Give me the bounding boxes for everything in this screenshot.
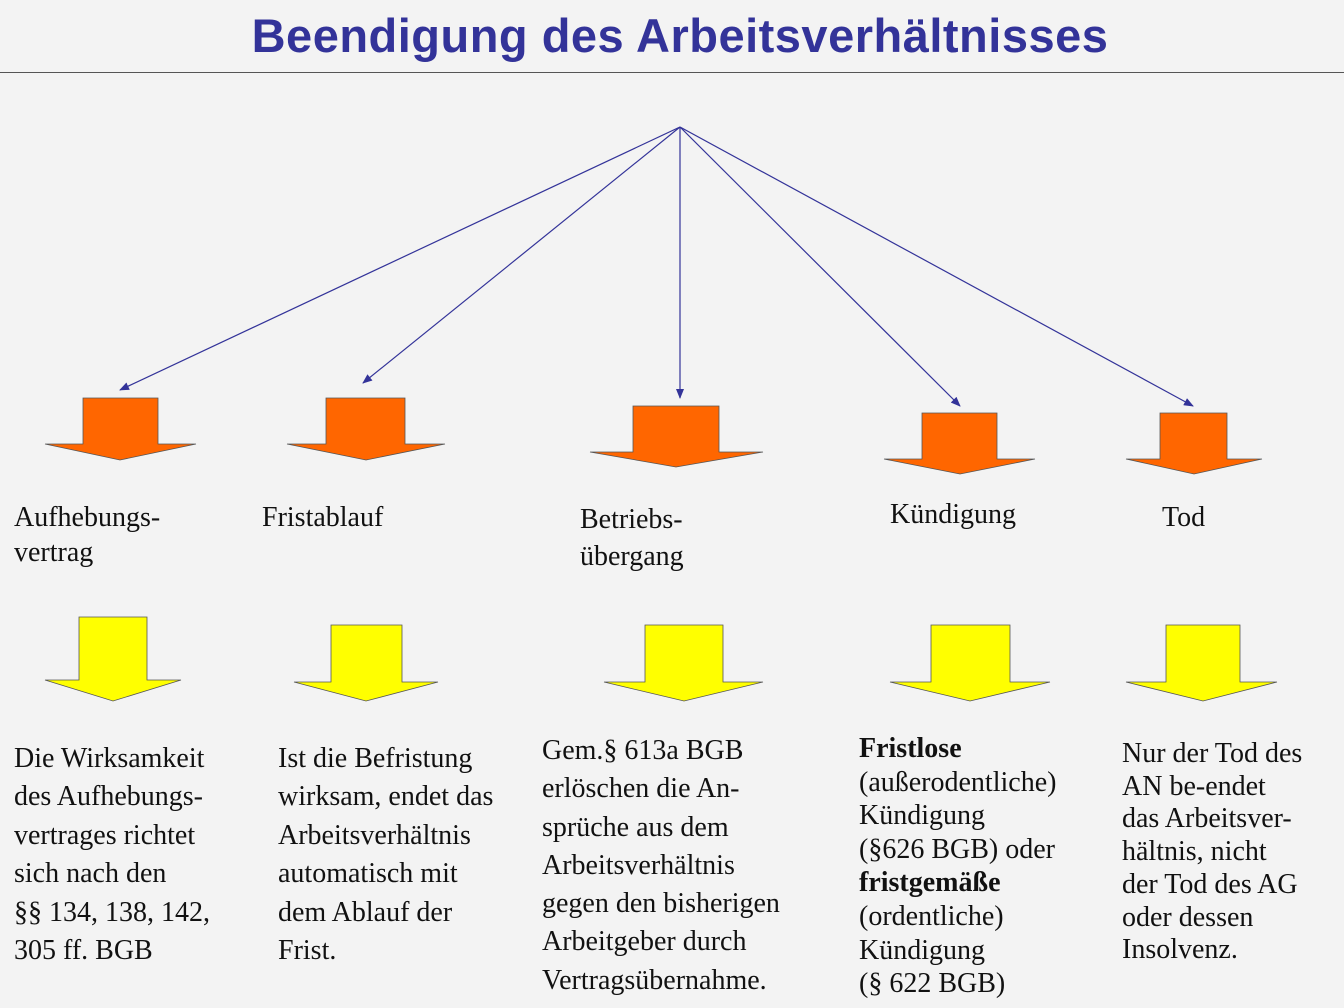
description-line: Arbeitgeber durch: [542, 926, 747, 958]
branch-label-kuendigung: Kündigung: [890, 497, 1016, 532]
yellow-block-arrow-icon: [44, 616, 182, 702]
description-tod: Nur der Tod des AN be-endet das Arbeitsv…: [1122, 738, 1302, 967]
description-line: automatisch mit: [278, 858, 458, 890]
description-line: dem Ablauf der: [278, 896, 453, 928]
label-line: Tod: [1162, 502, 1206, 533]
description-kuendigung: Fristlose (außerodentliche) Kündigung (§…: [859, 732, 1056, 1001]
orange-block-arrow-icon: [44, 397, 197, 461]
label-line: übergang: [580, 541, 684, 572]
description-line: Vertragsübernahme.: [542, 964, 767, 996]
orange-block-arrow-icon: [286, 397, 446, 461]
description-line: Arbeitsverhältnis: [278, 819, 471, 851]
description-line: fristgemäße: [859, 867, 1001, 899]
description-line: oder dessen: [1122, 901, 1254, 933]
branch-label-tod: Tod: [1162, 500, 1205, 535]
description-line: Nur der Tod des: [1122, 738, 1303, 769]
description-line: sich nach den: [14, 858, 167, 890]
label-line: Fristablauf: [262, 502, 384, 533]
branch-label-betriebsuebergang: Betriebs- übergang: [580, 501, 684, 575]
label-line: vertrag: [14, 537, 94, 568]
description-line: des Aufhebungs-: [14, 781, 203, 813]
description-line: sprüche aus dem: [542, 811, 729, 843]
description-line: (außerodentliche): [859, 766, 1057, 798]
description-line: gegen den bisherigen: [542, 888, 780, 920]
description-line: Frist.: [278, 935, 337, 967]
description-line: (ordentliche): [859, 900, 1004, 932]
description-line: 305 ff. BGB: [14, 935, 153, 967]
description-fristablauf: Ist die Befristung wirksam, endet das Ar…: [278, 740, 493, 970]
orange-block-arrow-icon: [1125, 412, 1263, 475]
description-line: Die Wirksamkeit: [14, 743, 205, 774]
yellow-block-arrow-icon: [603, 624, 764, 702]
description-line: (§626 BGB) oder: [859, 833, 1055, 865]
description-line: Kündigung: [859, 934, 985, 966]
description-line: das Arbeitsver-: [1122, 803, 1292, 835]
yellow-block-arrow-icon: [889, 624, 1051, 702]
description-line: vertrages richtet: [14, 819, 196, 851]
title-divider: [0, 72, 1344, 73]
yellow-block-arrow-icon: [293, 624, 439, 702]
description-line: hältnis, nicht: [1122, 836, 1267, 868]
description-line: (§ 622 BGB): [859, 968, 1006, 1000]
branch-label-fristablauf: Fristablauf: [262, 500, 383, 535]
orange-block-arrow-icon: [883, 412, 1036, 475]
yellow-block-arrow-icon: [1125, 624, 1278, 702]
page-title: Beendigung des Arbeitsverhältnisses: [251, 9, 1109, 62]
description-aufhebungsvertrag: Die Wirksamkeit des Aufhebungs- vertrage…: [14, 740, 210, 970]
orange-block-arrow-icon: [589, 405, 764, 468]
description-line: der Tod des AG: [1122, 868, 1298, 900]
description-line: Insolvenz.: [1122, 934, 1238, 966]
description-line: AN be-endet: [1122, 770, 1266, 802]
description-line: Gem.§ 613a BGB: [542, 735, 744, 766]
connector-arrow: [119, 126, 681, 391]
label-line: Betriebs-: [580, 504, 683, 535]
description-line: Arbeitsverhältnis: [542, 849, 735, 881]
connector-arrow: [679, 126, 961, 407]
description-line: §§ 134, 138, 142,: [14, 896, 210, 928]
description-line: wirksam, endet das: [278, 781, 494, 813]
label-line: Aufhebungs-: [14, 502, 161, 533]
description-line: Kündigung: [859, 800, 985, 832]
description-line: Fristlose: [859, 733, 962, 764]
description-line: erlöschen die An-: [542, 773, 740, 805]
description-betriebsuebergang: Gem.§ 613a BGB erlöschen die An- sprüche…: [542, 732, 780, 1000]
connector-arrow: [679, 126, 1194, 407]
branch-label-aufhebungsvertrag: Aufhebungs- vertrag: [14, 500, 160, 570]
label-line: Kündigung: [890, 499, 1016, 530]
connector-arrow: [362, 126, 681, 384]
description-line: Ist die Befristung: [278, 743, 473, 774]
